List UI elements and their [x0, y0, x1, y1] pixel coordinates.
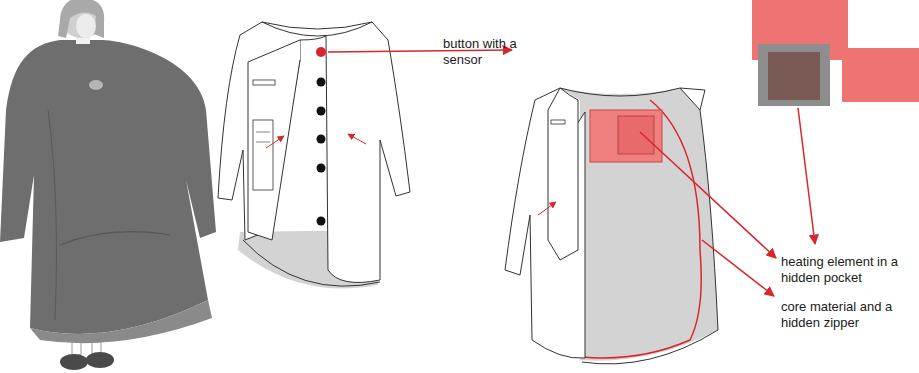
annotation-label: button with a sensor	[443, 36, 525, 68]
model-figure	[0, 0, 216, 370]
open-coat-sketch	[505, 88, 776, 364]
annotation-label: core material and a hidden zipper	[781, 299, 893, 331]
pocket-detail-inset	[752, 0, 919, 244]
annotation-label: heating element in a hidden pocket	[781, 254, 899, 286]
